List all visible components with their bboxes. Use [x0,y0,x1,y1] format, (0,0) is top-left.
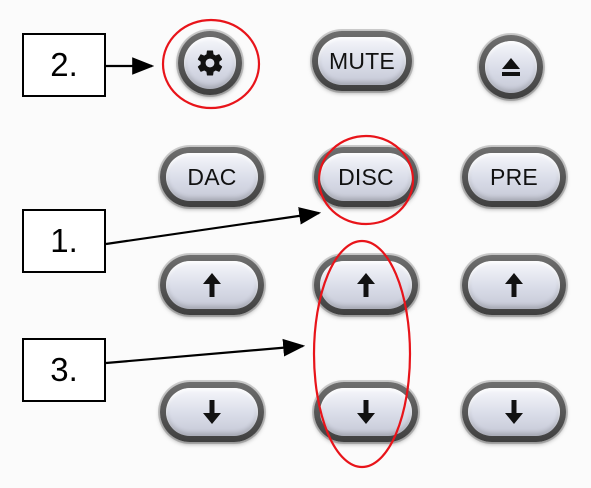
mute-button[interactable]: MUTE [312,31,412,91]
dac-down-button[interactable] [160,382,264,442]
callout-label-3: 3. [22,338,106,402]
callout-arrow-1 [105,207,322,246]
disc-button-label: DISC [320,153,412,201]
callout-label-1: 1. [22,209,106,273]
dac-up-button[interactable] [160,255,264,315]
eject-icon [485,41,537,93]
disc-down-button[interactable] [314,382,418,442]
dac-button[interactable]: DAC [160,147,264,207]
gear-icon [184,37,236,89]
pre-down-button[interactable] [462,382,566,442]
pre-up-button[interactable] [462,255,566,315]
callout-arrow-3 [105,338,306,365]
pre-button-label: PRE [468,153,560,201]
disc-up-button[interactable] [314,255,418,315]
arrow-down-icon [468,388,560,436]
arrow-up-icon [468,261,560,309]
arrow-down-icon [320,388,412,436]
eject-button[interactable] [479,35,543,99]
settings-button[interactable] [178,31,242,95]
pre-button[interactable]: PRE [462,147,566,207]
callout-label-2: 2. [22,33,106,97]
arrow-down-icon [166,388,258,436]
dac-button-label: DAC [166,153,258,201]
arrow-up-icon [166,261,258,309]
arrow-up-icon [320,261,412,309]
disc-button[interactable]: DISC [314,147,418,207]
mute-button-label: MUTE [318,37,406,85]
